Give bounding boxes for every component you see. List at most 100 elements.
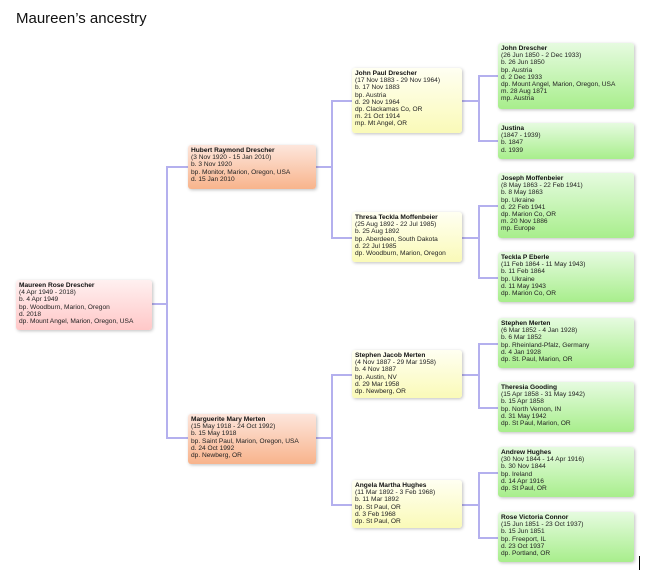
person-box[interactable]: John Paul Drescher(17 Nov 1883 - 29 Nov … (352, 68, 462, 133)
person-box[interactable]: John Drescher(26 Jun 1850 - 2 Dec 1933)b… (498, 43, 634, 109)
person-detail: d. 29 Nov 1964 (355, 98, 400, 106)
person-box[interactable]: Rose Victoria Connor(15 Jun 1851 - 23 Oc… (498, 512, 634, 562)
connector (331, 237, 352, 239)
person-detail: dp. Mount Angel, Marion, Oregon, USA (501, 81, 616, 89)
person-detail: b. 11 Mar 1892 (355, 496, 399, 504)
connector (166, 166, 168, 438)
person-detail: b. 25 Aug 1892 (355, 228, 400, 236)
connector (478, 205, 480, 278)
person-box[interactable]: Stephen Jacob Merten(4 Nov 1887 - 29 Mar… (352, 350, 462, 398)
person-name: Stephen Jacob Merten (355, 352, 426, 359)
person-detail: dp. Mount Angel, Marion, Oregon, USA (19, 318, 134, 326)
person-detail: mp. Austria (501, 95, 534, 103)
person-name: Stephen Merten (501, 320, 551, 327)
person-box[interactable]: Teckla P Eberle(11 Feb 1864 - 11 May 194… (498, 252, 634, 302)
person-detail: b. 8 May 1863 (501, 189, 543, 197)
person-detail: bp. Freeport, IL (501, 535, 547, 543)
person-box[interactable]: Stephen Merten(6 Mar 1852 - 4 Jan 1928) b… (498, 318, 634, 368)
connector (331, 100, 333, 238)
person-box[interactable]: Angela Martha Hughes(11 Mar 1892 - 3 Feb… (352, 480, 462, 528)
person-box[interactable]: Marguerite Mary Merten(15 May 1918 - 24 … (188, 414, 316, 464)
person-detail: (15 Apr 1858 - 31 May 1942) (501, 391, 585, 399)
person-name: Marguerite Mary Merten (191, 416, 266, 423)
person-detail: b. 30 Nov 1844 (501, 463, 546, 471)
person-detail: b. 17 Nov 1883 (355, 84, 400, 92)
connector (316, 166, 331, 168)
person-detail: d. 23 Oct 1937 (501, 542, 545, 550)
person-detail: (25 Aug 1892 - 22 Jul 1985) (355, 221, 437, 229)
person-detail: (30 Nov 1844 - 14 Apr 1916) (501, 456, 585, 464)
person-box[interactable]: Maureen Rose Drescher(4 Apr 1949 - 2018)… (16, 280, 152, 330)
person-detail: bp. Woodburn, Marion, Oregon (19, 303, 110, 311)
person-detail: d. 1939 (501, 146, 523, 154)
person-detail: bp. Ukraine (501, 196, 535, 204)
person-detail: bp. Aberdeen, South Dakota (355, 235, 438, 243)
person-name: Maureen Rose Drescher (19, 282, 95, 289)
person-detail: bp. North Vernon, IN (501, 405, 562, 413)
person-detail: bp. Ireland (501, 470, 533, 478)
person-detail: dp. Woodburn, Marion, Oregon (355, 250, 446, 258)
connector (166, 437, 188, 439)
person-detail: d. 14 Apr 1916 (501, 477, 544, 485)
person-detail: dp. St Paul, OR (355, 518, 401, 526)
person-detail: d. 24 Oct 1992 (191, 444, 235, 452)
connector (462, 100, 478, 102)
person-detail: mp. Mt Angel, OR (355, 120, 408, 128)
person-detail: d. 22 Feb 1941 (501, 203, 546, 211)
connector (462, 237, 478, 239)
person-box[interactable]: Theresia Gooding(15 Apr 1858 - 31 May 19… (498, 382, 634, 432)
person-detail: (1847 - 1939) (501, 132, 541, 140)
connector (331, 504, 352, 506)
connector (478, 277, 498, 279)
person-box[interactable]: Hubert Raymond Drescher(3 Nov 1920 - 15 … (188, 145, 316, 189)
person-name: Theresia Gooding (501, 384, 558, 391)
person-detail: bp. Rheinland-Pfalz, Germany (501, 341, 590, 349)
connector (478, 205, 498, 207)
connector (462, 504, 478, 506)
person-detail: m. 20 Nov 1886 (501, 218, 548, 226)
connector (462, 374, 478, 376)
person-detail: (3 Nov 1920 - 15 Jan 2010) (191, 154, 272, 162)
person-box[interactable]: Joseph Moffenbeier(8 May 1863 - 22 Feb 1… (498, 173, 634, 238)
person-detail: (15 Jun 1851 - 23 Oct 1937) (501, 521, 584, 529)
person-detail: b. 15 May 1918 (191, 430, 237, 438)
person-name: Rose Victoria Connor (501, 514, 569, 521)
person-detail: dp. Marion Co, OR (501, 211, 556, 219)
person-detail: bp. Austria (501, 66, 533, 74)
person-detail: d. 2018 (19, 310, 41, 318)
person-box[interactable]: Thresa Teckla Moffenbeier(25 Aug 1892 - … (352, 212, 462, 262)
connector (478, 343, 480, 408)
connector (478, 472, 498, 474)
person-detail: d. 4 Jan 1928 (501, 348, 541, 356)
person-detail: bp. Austin, NV (355, 373, 397, 381)
connector (166, 166, 188, 168)
person-name: Thresa Teckla Moffenbeier (355, 214, 438, 221)
person-detail: (26 Jun 1850 - 2 Dec 1933) (501, 52, 582, 60)
person-detail: m. 28 Aug 1871 (501, 88, 548, 96)
person-detail: d. 11 May 1943 (501, 282, 546, 290)
person-detail: d. 31 May 1942 (501, 412, 547, 420)
person-detail: b. 4 Nov 1887 (355, 366, 397, 374)
connector (331, 374, 352, 376)
connector (152, 303, 166, 305)
person-detail: dp. Newberg, OR (355, 388, 406, 396)
connector (331, 374, 333, 505)
person-detail: (4 Nov 1887 - 29 Mar 1958) (355, 359, 436, 367)
person-detail: (11 Feb 1864 - 11 May 1943) (501, 261, 586, 269)
person-detail: b. 1847 (501, 139, 523, 147)
person-detail: (6 Mar 1852 - 4 Jan 1928) (501, 327, 578, 335)
connector (331, 100, 352, 102)
person-detail: b. 3 Nov 1920 (191, 161, 233, 169)
connector (478, 140, 498, 142)
person-detail: d. 29 Mar 1958 (355, 380, 400, 388)
person-detail: bp. Austria (355, 91, 387, 99)
person-detail: d. 22 Jul 1985 (355, 242, 397, 250)
person-detail: (17 Nov 1883 - 29 Nov 1964) (355, 77, 441, 85)
person-name: Justina (501, 125, 525, 132)
person-detail: dp. St. Paul, Marion, OR (501, 356, 573, 364)
person-box[interactable]: Andrew Hughes(30 Nov 1844 - 14 Apr 1916)… (498, 447, 634, 497)
connector (478, 472, 480, 538)
person-detail: dp. Clackamas Co, OR (355, 106, 423, 114)
person-name: Joseph Moffenbeier (501, 175, 564, 182)
